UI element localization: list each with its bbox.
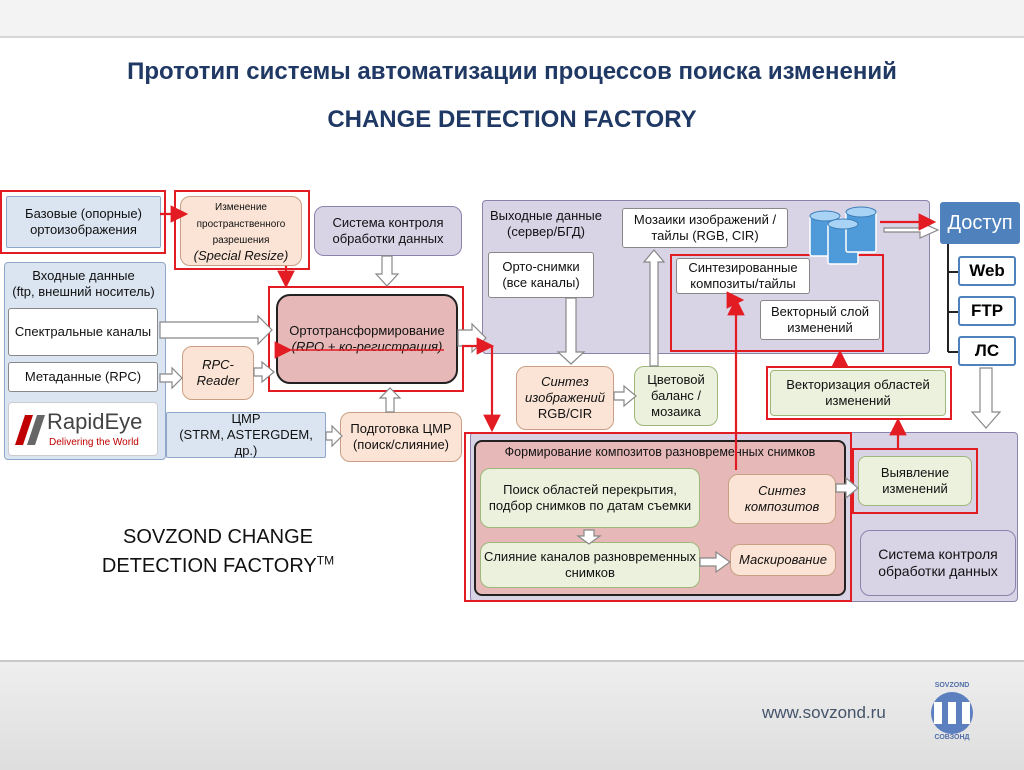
top-band: [0, 0, 1024, 38]
change-detection-box: Выявление изменений: [858, 456, 972, 506]
highlight-composites: [464, 432, 852, 602]
sovzond-caption: SOVZOND CHANGE DETECTION FACTORYTM: [101, 526, 335, 577]
highlight-synth-out: [670, 254, 884, 352]
mosaics-box: Мозаики изображений / тайлы (RGB, CIR): [622, 208, 788, 248]
rapideye-tagline: Delivering the World: [49, 437, 139, 448]
masking-box: Маскирование: [730, 544, 836, 576]
service-ls: ЛС: [958, 336, 1016, 366]
input-data-title: Входные данные(ftp, внешний носитель): [12, 267, 155, 299]
service-ftp: FTP: [958, 296, 1016, 326]
dem-box: ЦМР(STRM, ASTERGDEM, др.): [166, 411, 326, 458]
highlight-base-ortho: [0, 190, 166, 254]
highlight-detection: [852, 448, 978, 514]
access-box: Доступ: [940, 202, 1020, 244]
highlight-vectorization: [766, 366, 952, 420]
spectral-box: Спектральные каналы: [8, 308, 158, 356]
vectorization-box: Векторизация областей изменений: [770, 370, 946, 416]
special-resize-box: Изменение пространственного разрешения(S…: [180, 196, 302, 266]
slide-title: Прототип системы автоматизации процессов…: [127, 58, 897, 85]
rpc-reader-box: RPC-Reader: [182, 346, 254, 400]
output-data-title: Выходные данные(сервер/БГД): [489, 207, 602, 239]
synth-composites-out: Синтезированные композиты/тайлы: [676, 258, 810, 294]
merge-channels-box: Слияние каналов разновременных снимков: [480, 542, 700, 588]
metadata-box: Метаданные (RPC): [8, 362, 158, 392]
rapideye-mark-icon: [15, 415, 45, 445]
control-system-top: Система контроля обработки данных: [314, 206, 462, 256]
vector-layer-box: Векторный слой изменений: [760, 300, 880, 340]
rapideye-logo: RapidEye Delivering the World: [8, 402, 158, 456]
orthotransform-box: Ортотрансформирование(RPO + ко-регистрац…: [276, 294, 458, 384]
sovzond-logo: SOVZOND СОВЗОНД: [922, 682, 982, 742]
composites-title: Формирование композитов разновременных с…: [504, 445, 816, 460]
control-system-bottom: Система контроля обработки данных: [860, 530, 1016, 596]
rapideye-name: RapidEye: [47, 409, 143, 434]
ortho-images-box: Орто-снимки(все каналы): [488, 252, 594, 298]
synth-composites-step: Синтез композитов: [728, 474, 836, 524]
sovzond-globe-icon: [931, 692, 973, 734]
website-url: www.sovzond.ru: [762, 703, 886, 722]
slide-subtitle: CHANGE DETECTION FACTORY: [327, 106, 697, 133]
bottom-band: [0, 660, 1024, 770]
highlight-resize: [174, 190, 310, 270]
dem-prep-box: Подготовка ЦМР(поиск/слияние): [340, 412, 462, 462]
database-icon: [809, 206, 877, 265]
color-balance-box: Цветовой баланс / мозаика: [634, 366, 718, 426]
service-web: Web: [958, 256, 1016, 286]
overlap-search-box: Поиск областей перекрытия, подбор снимко…: [480, 468, 700, 528]
base-ortho-box: Базовые (опорные) ортоизображения: [6, 196, 161, 248]
